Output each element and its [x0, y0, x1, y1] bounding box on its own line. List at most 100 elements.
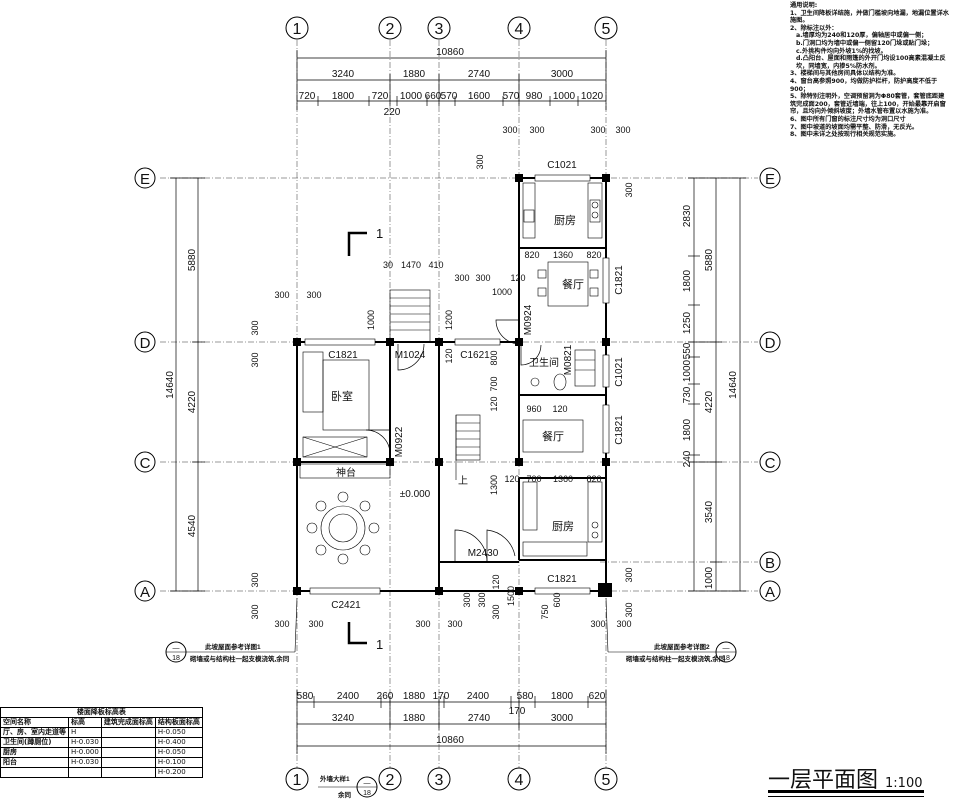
table-cell: 厨房 [0, 747, 69, 758]
local-dim: 1470 [401, 260, 421, 270]
window-label: C1821 [547, 574, 577, 585]
local-dim: 300 [624, 602, 634, 617]
room-bedroom: 卧室 [331, 389, 353, 403]
dim-detail: 980 [526, 91, 543, 102]
table-cell [100, 767, 156, 778]
dim-seg: 1000 [704, 566, 715, 589]
window-label: C1621 [460, 350, 490, 361]
axis-label: 5 [602, 21, 611, 38]
callout-sheet: 18 [172, 655, 180, 662]
door-label: M1024 [395, 350, 426, 361]
local-dim: 700 [489, 376, 499, 391]
dim-total-left: 14640 [165, 371, 176, 399]
local-dim: 300 [616, 619, 631, 629]
callout-sheet: 18 [363, 790, 371, 797]
axis-label: C [140, 455, 151, 472]
furniture [299, 182, 603, 565]
local-dim: 300 [250, 352, 260, 367]
local-dim: 300 [274, 619, 289, 629]
local-dim: 300 [529, 125, 544, 135]
note-item: 8、图中未详之处按现行相关规范实施。 [790, 131, 900, 139]
stair-up: 上 [458, 475, 468, 487]
callout-left: — 18 此坡屋面参考详图1 砌墙或与结构柱一起支模浇筑,余同 [165, 597, 298, 663]
axis-label: 4 [515, 21, 524, 38]
dim-detail: 580 [297, 691, 314, 702]
dim-seg: 5880 [704, 248, 715, 271]
axis-label: 3 [435, 772, 444, 789]
note-item: 5、除特别注明外，空调预留洞为Φ80套管，套管底距建筑完成面200，套管近墙端，… [790, 93, 946, 116]
opening-labels: C1021 C1821 C1821 M1024 C1621 M0924 M092… [328, 160, 625, 611]
local-dim: 300 [306, 290, 321, 300]
callout-right: — 18 此坡屋面参考详图2 砌墙或与结构柱一起支模浇筑,余同 [605, 597, 737, 663]
axis-label: 2 [386, 21, 395, 38]
window-label: C2421 [331, 600, 361, 611]
table-cell: 阳台 [0, 757, 69, 768]
dim-detail: 2830 [682, 204, 693, 227]
dim-detail: 1250 [682, 311, 693, 334]
note-item: 7、图中坡道的坡面均需平整、防滑，无反光。 [790, 123, 919, 131]
axis-label: A [140, 584, 150, 601]
table-row: 厅、房、室内走道等 H H-0.050 [0, 727, 203, 738]
columns [293, 174, 612, 597]
table-title: 楼面降板标高表 [0, 707, 203, 718]
window-label: C1021 [547, 160, 577, 171]
local-dim: 820 [586, 474, 601, 484]
section-marks [347, 231, 367, 645]
door-label: M2430 [468, 548, 499, 559]
local-dims: 300 300 300 300 300 300 820 1360 820 30 … [250, 125, 634, 629]
note-item: 6、图中所有门窗的标注尺寸均为洞口尺寸 [790, 115, 906, 123]
dim-detail: 570 [503, 91, 520, 102]
top-dimension-texts: 10860 3240 1880 2740 3000 720 1800 720 1… [299, 47, 604, 118]
local-dim: 600 [552, 592, 562, 607]
chairs [306, 491, 380, 565]
note-item: 1、卫生间降板详结施，并做门槛坡向地漏，地漏位置详水施图。 [790, 9, 949, 25]
local-dim: 300 [475, 154, 485, 169]
floor-level-table: 楼面降板标高表 空间名称 标高 建筑完成面标高 结构板面标高 厅、房、室内走道等… [0, 707, 203, 778]
local-dim: 300 [491, 604, 501, 619]
dim-detail: 1000 [553, 91, 576, 102]
dim-extra: 220 [384, 107, 401, 118]
drawing-name: 一层平面图 [768, 768, 879, 793]
dim-detail: 1800 [332, 91, 355, 102]
table-cell: H [68, 727, 102, 738]
axis-label: D [140, 335, 151, 352]
door-label: M0922 [394, 426, 405, 457]
door-label: M0821 [563, 344, 574, 375]
dim-detail: 1880 [403, 691, 426, 702]
table-cell: H-0.050 [154, 727, 203, 738]
local-dim: 300 [415, 619, 430, 629]
callout-text: 砌墙或与结构柱一起支模浇筑,余同 [189, 654, 290, 663]
right-dimensions [688, 177, 746, 592]
dim-bay: 2740 [468, 713, 491, 724]
callout-text: 此坡屋面参考详图2 [654, 642, 710, 651]
note-item: 4、窗台高参照900，均做防护栏杆，防护高度不低于900； [790, 77, 938, 93]
dim-detail: 720 [299, 91, 316, 102]
local-dim: 1000 [492, 287, 512, 297]
local-dim: 300 [475, 273, 490, 283]
table-header: 空间名称 [0, 717, 69, 728]
dim-total-top: 10860 [436, 47, 464, 58]
dim-bay: 3240 [332, 713, 355, 724]
axis-label: A [765, 584, 775, 601]
dim-seg: 4220 [704, 390, 715, 413]
axis-bubbles-bottom: 1 2 3 4 5 [285, 767, 618, 791]
table-cell [100, 757, 156, 768]
table-cell [68, 767, 102, 778]
room-labels: 厨房 餐厅 卫生间 餐厅 卧室 神台 厨房 上 [331, 214, 584, 533]
general-notes: 通用说明: 1、卫生间降板详结施，并做门槛坡向地漏，地漏位置详水施图。 2、除标… [790, 2, 950, 139]
section-label: 1 [376, 226, 383, 241]
local-dim: 300 [590, 619, 605, 629]
dim-detail: 1800 [682, 418, 693, 441]
note-item: 2、除标注以外： [790, 24, 838, 32]
dim-bay: 3240 [332, 69, 355, 80]
bottom-dimensions [296, 690, 607, 754]
dim-detail: 1000 [682, 359, 693, 382]
bottom-dimension-texts: 580 2400 260 1880 170 2400 580 1800 620 … [297, 691, 606, 746]
axis-label: E [765, 171, 775, 188]
local-dim: 1500 [506, 586, 516, 606]
local-dim: 300 [615, 125, 630, 135]
table-cell [0, 767, 69, 778]
room-dining-mid: 餐厅 [542, 429, 564, 443]
